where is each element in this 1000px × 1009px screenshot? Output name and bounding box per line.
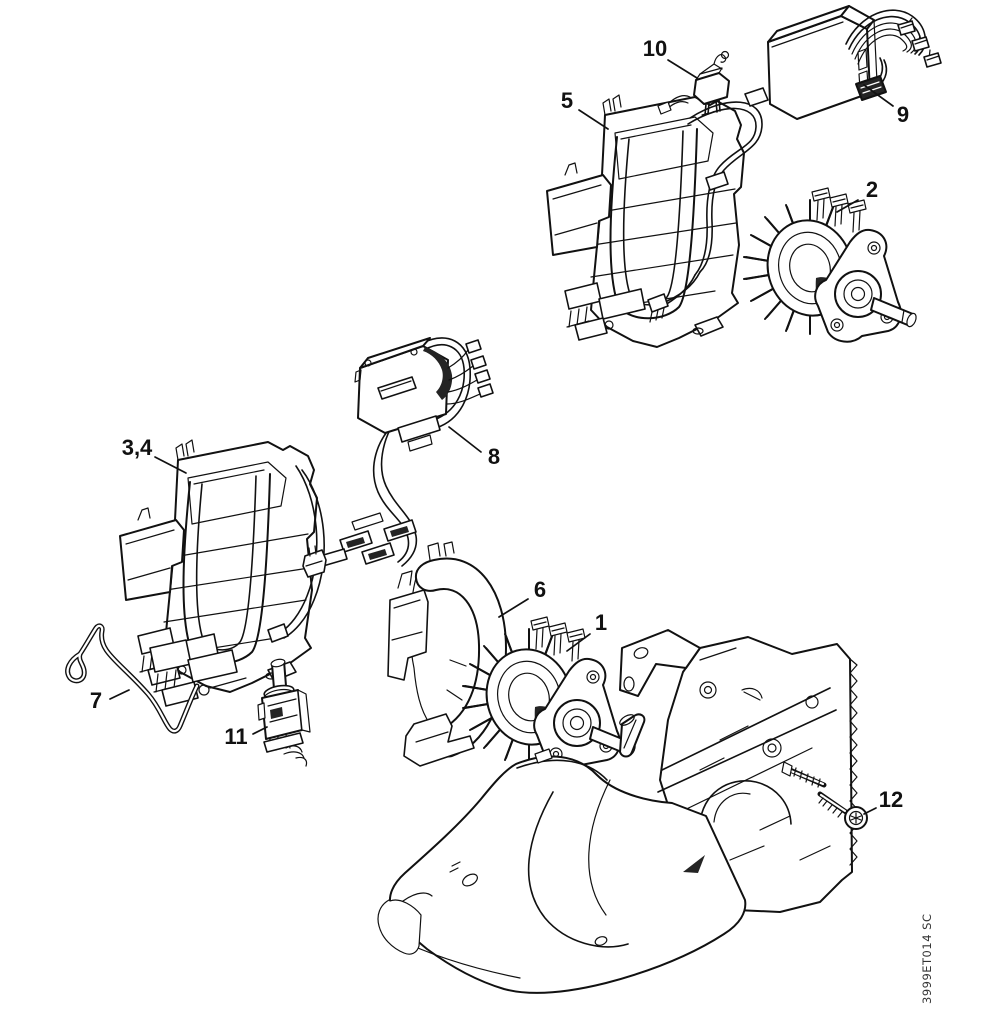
leader-line-2 <box>836 199 859 213</box>
part-9-control-module <box>767 5 942 120</box>
main-housing-assembly <box>377 629 858 994</box>
part-label-9: 9 <box>897 102 909 127</box>
leader-line-8 <box>448 426 482 453</box>
part-12-screw <box>817 791 868 830</box>
leader-line-10 <box>667 59 698 79</box>
leader-line-5 <box>578 109 609 130</box>
part-labels: 10 5 9 2 3,4 8 6 1 7 11 12 <box>90 36 909 815</box>
part-label-12: 12 <box>879 787 903 812</box>
leader-line-3,4 <box>154 456 187 474</box>
part-label-6: 6 <box>534 577 546 602</box>
part-3-4-motor-housing <box>119 439 325 707</box>
part-2-motor <box>744 188 918 342</box>
terminal-strip <box>302 512 417 578</box>
leader-line-12 <box>863 807 877 815</box>
part-10-micro-switch <box>693 50 730 116</box>
part-7-wire-spring <box>65 623 200 734</box>
leader-line-6 <box>498 598 529 618</box>
part-11-switch <box>257 658 311 767</box>
leader-line-9 <box>863 84 894 107</box>
part-label-7: 7 <box>90 688 102 713</box>
part-label-11: 11 <box>224 724 247 749</box>
part-8-connector-cable <box>354 337 494 567</box>
part-label-2: 2 <box>866 177 878 202</box>
part-6-fan-housing <box>387 541 507 767</box>
part-label-1: 1 <box>595 610 607 635</box>
part-label-5: 5 <box>561 88 573 113</box>
part-label-8: 8 <box>488 444 500 469</box>
leader-line-1 <box>566 633 591 652</box>
leader-line-7 <box>109 689 130 700</box>
diagram-code: 3999ET014 SC <box>920 914 934 1005</box>
part-label-3,4: 3,4 <box>122 435 153 460</box>
leader-line-11 <box>252 726 268 735</box>
part-label-10: 10 <box>643 36 667 61</box>
part-5-motor-housing <box>546 87 769 348</box>
